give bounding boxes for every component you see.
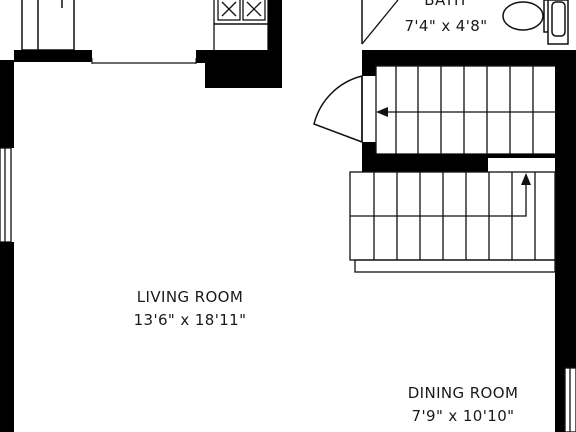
wall-segment: [488, 154, 558, 158]
dining-room-label: DINING ROOM: [408, 384, 519, 402]
upper-stairs-arrow-icon: [376, 107, 388, 117]
wall-segment: [555, 62, 576, 432]
wall-segment: [14, 50, 92, 62]
kitchen-counter-left: [21, 0, 75, 51]
stove-icon: [213, 0, 269, 53]
wall-segment: [205, 60, 282, 88]
wall-segment: [362, 154, 488, 172]
dining-room-size: 7'9" x 10'10": [412, 407, 515, 425]
wall-segment: [362, 50, 576, 66]
wall-segment: [362, 62, 376, 76]
lower-staircase: [349, 171, 556, 273]
bath-door-swing: [361, 0, 399, 45]
wall-segment: [196, 50, 282, 63]
toilet-icon: [502, 0, 555, 33]
bath-size: 7'4" x 4'8": [404, 17, 487, 35]
window-right: [564, 367, 576, 432]
upper-staircase: [375, 65, 557, 155]
lower-stairs-arrow-icon: [521, 173, 531, 185]
window-left: [0, 147, 12, 243]
sink-icon: [547, 0, 569, 45]
bath-label: BATH: [424, 0, 465, 9]
living-room-size: 13'6" x 18'11": [134, 311, 247, 329]
wall-segment: [0, 242, 14, 432]
living-room-label: LIVING ROOM: [137, 288, 243, 306]
wall-segment: [0, 60, 14, 148]
wall-segment: [268, 0, 282, 64]
door-swing-icon: [313, 75, 363, 144]
